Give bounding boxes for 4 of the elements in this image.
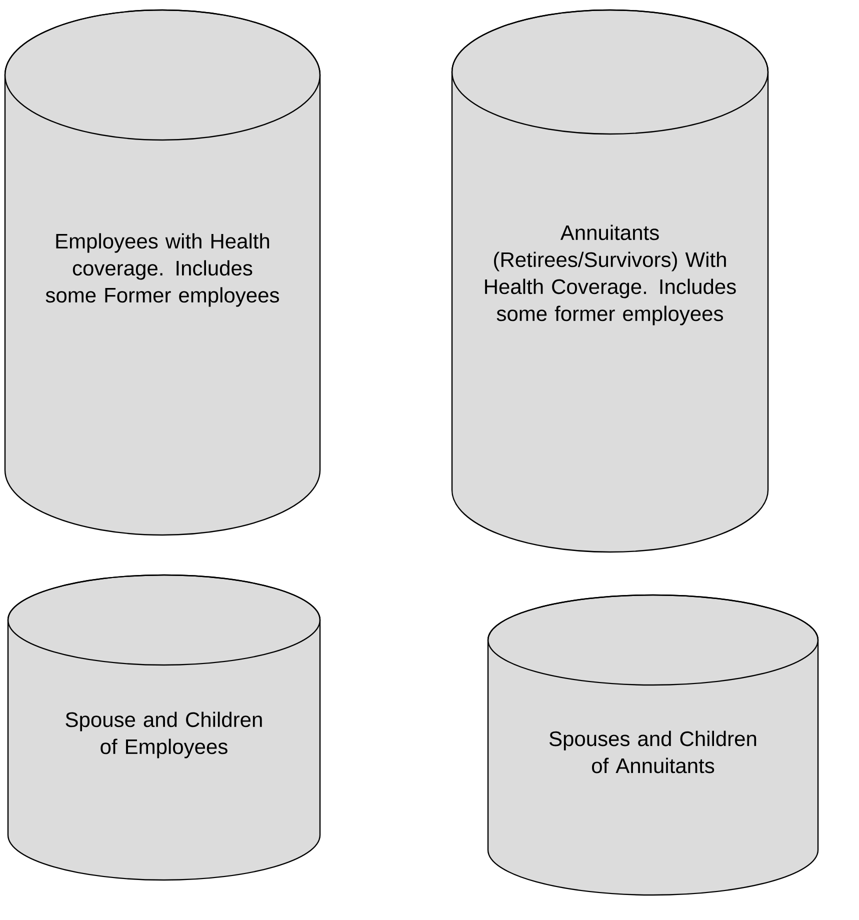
database-cylinder: Annuitants (Retirees/Survivors) With Health Coverage. Includes some former employees [451, 9, 769, 553]
database-cylinder: Spouses and Children of Annuitants [487, 594, 819, 896]
database-cylinder: Employees with Health coverage. Includes some Former employees [4, 9, 321, 536]
database-cylinder: Spouse and Children of Employees [7, 574, 321, 881]
